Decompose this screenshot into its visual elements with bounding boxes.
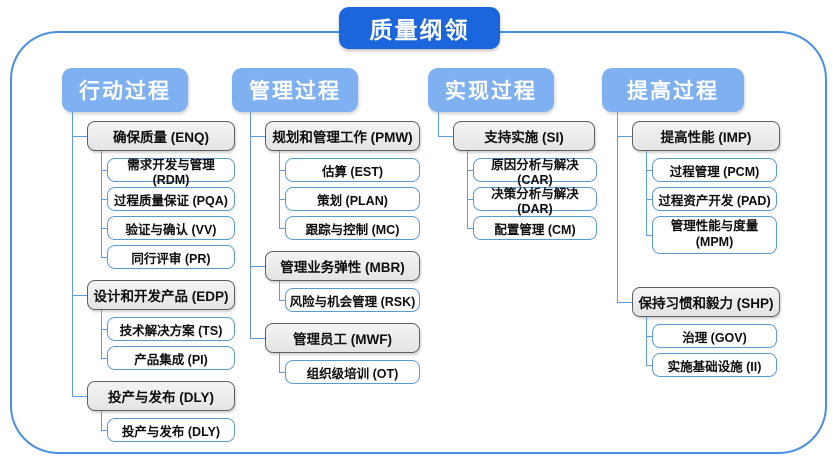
improvement-process-branches: 提高性能 (IMP) 过程管理 (PCM) 过程资产开发 (PAD) 管理性能与… [617, 112, 780, 377]
management-process-branches: 规划和管理工作 (PMW) 估算 (EST) 策划 (PLAN) 跟踪与控制 (… [250, 112, 420, 384]
branch-car: 原因分析与解决 (CAR) [467, 158, 597, 187]
branch-rsk: 风险与机会管理 (RSK) [279, 288, 420, 312]
branch-pcm: 过程管理 (PCM) [646, 158, 780, 187]
branch-edp: 设计和开发产品 (EDP) 技术解决方案 (TS) 产品集成 (PI) [72, 280, 235, 381]
column-header-improvement-process: 提高过程 [602, 68, 744, 112]
dly-children: 投产与发布 (DLY) [101, 411, 235, 442]
node-edp: 设计和开发产品 (EDP) [87, 280, 235, 310]
branch-mbr: 管理业务弹性 (MBR) 风险与机会管理 (RSK) [250, 251, 420, 323]
node-est: 估算 (EST) [285, 158, 420, 182]
node-pmw: 规划和管理工作 (PMW) [265, 121, 420, 151]
branch-pmw: 规划和管理工作 (PMW) 估算 (EST) 策划 (PLAN) 跟踪与控制 (… [250, 121, 420, 251]
node-pi: 产品集成 (PI) [107, 346, 235, 370]
branch-mwf: 管理员工 (MWF) 组织级培训 (OT) [250, 323, 420, 384]
node-ts: 技术解决方案 (TS) [107, 317, 235, 341]
column-header-realization-process: 实现过程 [428, 68, 554, 112]
node-enq: 确保质量 (ENQ) [87, 121, 235, 151]
branch-imp: 提高性能 (IMP) 过程管理 (PCM) 过程资产开发 (PAD) 管理性能与… [617, 121, 780, 265]
branch-pqa: 过程质量保证 (PQA) [101, 187, 235, 216]
node-ot: 组织级培训 (OT) [285, 360, 420, 384]
node-si: 支持实施 (SI) [453, 121, 595, 151]
branch-mpm: 管理性能与度量 (MPM) [646, 216, 780, 254]
column-realization-process: 实现过程 支持实施 (SI) 原因分析与解决 (CAR) 决策分析与解决 (DA… [428, 68, 597, 240]
branch-gov: 治理 (GOV) [646, 324, 780, 353]
node-plan: 策划 (PLAN) [285, 187, 420, 211]
shp-children: 治理 (GOV) 实施基础设施 (II) [646, 317, 780, 377]
node-cm: 配置管理 (CM) [473, 216, 597, 240]
column-improvement-process: 提高过程 提高性能 (IMP) 过程管理 (PCM) 过程资产开发 (PAD) … [602, 68, 780, 377]
node-pcm: 过程管理 (PCM) [652, 158, 777, 182]
branch-shp: 保持习惯和毅力 (SHP) 治理 (GOV) 实施基础设施 (II) [617, 265, 780, 377]
node-rsk: 风险与机会管理 (RSK) [285, 288, 420, 312]
branch-si: 支持实施 (SI) 原因分析与解决 (CAR) 决策分析与解决 (DAR) 配置… [438, 121, 597, 240]
node-dly: 投产与发布 (DLY) [87, 381, 235, 411]
node-dly-sub: 投产与发布 (DLY) [107, 418, 235, 442]
branch-est: 估算 (EST) [279, 158, 420, 187]
column-action-process: 行动过程 确保质量 (ENQ) 需求开发与管理 (RDM) 过程质量保证 (PQ… [62, 68, 235, 442]
enq-children: 需求开发与管理 (RDM) 过程质量保证 (PQA) 验证与确认 (VV) 同行… [101, 151, 235, 269]
column-header-action-process: 行动过程 [62, 68, 188, 112]
edp-children: 技术解决方案 (TS) 产品集成 (PI) [101, 310, 235, 370]
branch-cm: 配置管理 (CM) [467, 216, 597, 240]
node-car: 原因分析与解决 (CAR) [473, 158, 597, 187]
node-rdm: 需求开发与管理 (RDM) [107, 158, 235, 187]
node-pqa: 过程质量保证 (PQA) [107, 187, 235, 211]
branch-dar: 决策分析与解决 (DAR) [467, 187, 597, 216]
column-header-management-process: 管理过程 [232, 68, 358, 112]
node-gov: 治理 (GOV) [652, 324, 777, 348]
node-shp: 保持习惯和毅力 (SHP) [632, 287, 780, 317]
branch-ii: 实施基础设施 (II) [646, 353, 780, 377]
node-dar: 决策分析与解决 (DAR) [473, 187, 597, 216]
pmw-children: 估算 (EST) 策划 (PLAN) 跟踪与控制 (MC) [279, 151, 420, 240]
diagram-title: 质量纲领 [339, 7, 500, 49]
branch-dly-sub: 投产与发布 (DLY) [101, 418, 235, 442]
branch-ot: 组织级培训 (OT) [279, 360, 420, 384]
si-children: 原因分析与解决 (CAR) 决策分析与解决 (DAR) 配置管理 (CM) [467, 151, 597, 240]
node-mbr: 管理业务弹性 (MBR) [265, 251, 420, 281]
mwf-children: 组织级培训 (OT) [279, 353, 420, 384]
branch-vv: 验证与确认 (VV) [101, 216, 235, 245]
branch-dly: 投产与发布 (DLY) 投产与发布 (DLY) [72, 381, 235, 442]
imp-children: 过程管理 (PCM) 过程资产开发 (PAD) 管理性能与度量 (MPM) [646, 151, 780, 254]
node-mwf: 管理员工 (MWF) [265, 323, 420, 353]
branch-pad: 过程资产开发 (PAD) [646, 187, 780, 216]
node-mpm: 管理性能与度量 (MPM) [652, 216, 777, 254]
mbr-children: 风险与机会管理 (RSK) [279, 281, 420, 312]
realization-process-branches: 支持实施 (SI) 原因分析与解决 (CAR) 决策分析与解决 (DAR) 配置… [438, 112, 597, 240]
branch-pr: 同行评审 (PR) [101, 245, 235, 269]
branch-ts: 技术解决方案 (TS) [101, 317, 235, 346]
node-vv: 验证与确认 (VV) [107, 216, 235, 240]
action-process-branches: 确保质量 (ENQ) 需求开发与管理 (RDM) 过程质量保证 (PQA) 验证… [72, 112, 235, 442]
branch-mc: 跟踪与控制 (MC) [279, 216, 420, 240]
branch-enq: 确保质量 (ENQ) 需求开发与管理 (RDM) 过程质量保证 (PQA) 验证… [72, 121, 235, 280]
node-pr: 同行评审 (PR) [107, 245, 235, 269]
branch-plan: 策划 (PLAN) [279, 187, 420, 216]
column-management-process: 管理过程 规划和管理工作 (PMW) 估算 (EST) 策划 (PLAN) 跟踪… [232, 68, 420, 384]
node-imp: 提高性能 (IMP) [632, 121, 780, 151]
node-pad: 过程资产开发 (PAD) [652, 187, 777, 211]
branch-rdm: 需求开发与管理 (RDM) [101, 158, 235, 187]
branch-pi: 产品集成 (PI) [101, 346, 235, 370]
node-mc: 跟踪与控制 (MC) [285, 216, 420, 240]
node-ii: 实施基础设施 (II) [652, 353, 777, 377]
